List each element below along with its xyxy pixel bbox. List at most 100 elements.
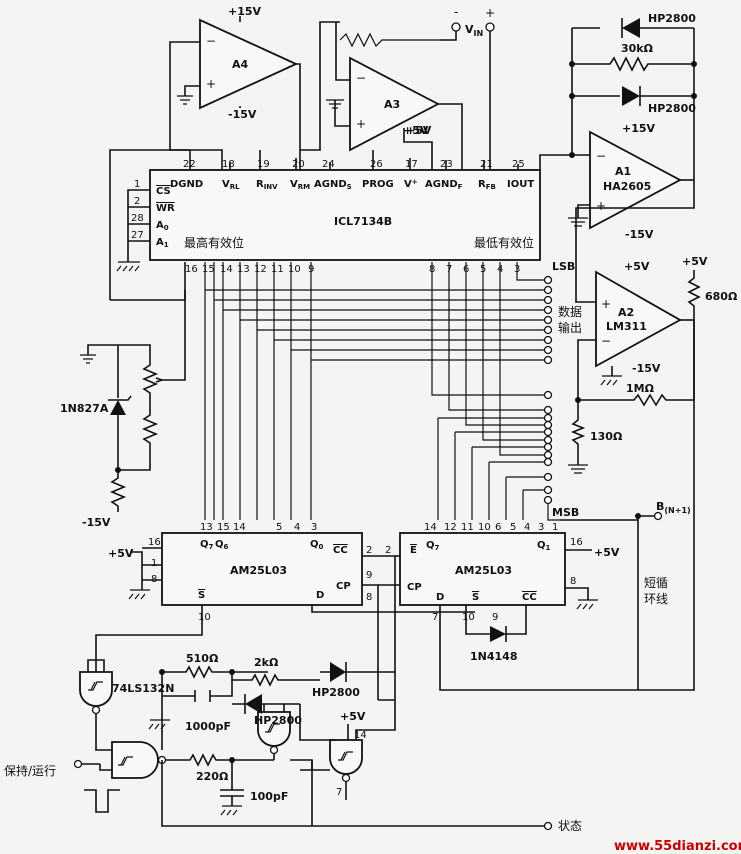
svg-text:CP: CP (336, 581, 351, 592)
svg-text:4: 4 (294, 522, 300, 533)
svg-text:7: 7 (432, 612, 438, 623)
svg-text:16: 16 (148, 537, 161, 548)
svg-text:−: − (596, 149, 606, 163)
svg-text:8: 8 (570, 576, 576, 587)
svg-text:PROG: PROG (362, 179, 394, 190)
svg-text:8: 8 (366, 592, 372, 603)
watermark: www.55dianzi.com (614, 839, 741, 854)
svg-text:HP2800: HP2800 (648, 102, 696, 115)
svg-text:+: + (485, 6, 495, 20)
dac-msb-text: 最高有效位 (184, 235, 244, 250)
svg-text:+: + (206, 77, 216, 91)
svg-text:100pF: 100pF (250, 790, 288, 803)
svg-text:10: 10 (462, 612, 475, 623)
svg-text:A0: A0 (156, 220, 169, 232)
svg-text:CS: CS (156, 186, 171, 197)
dac-lsb-text: 最低有效位 (474, 235, 534, 250)
svg-text:HP2800: HP2800 (648, 12, 696, 25)
svg-text:1: 1 (552, 522, 558, 533)
svg-text:5: 5 (510, 522, 516, 533)
sar-right-top-pins: 14 12 11 10 6 5 4 3 1 (424, 522, 558, 533)
svg-text:18: 18 (222, 159, 235, 170)
zener-label: 1N827A (60, 402, 109, 415)
svg-text:27: 27 (131, 230, 144, 241)
svg-text:+: + (601, 297, 611, 311)
dac-left-pins: 1 2 28 27 CS WR A0 A1 (131, 179, 175, 249)
opamp-a1: A1 HA2605 − + +15V -15V (589, 122, 682, 241)
svg-text:9: 9 (366, 570, 372, 581)
svg-text:-: - (454, 5, 458, 19)
svg-text:19: 19 (257, 159, 270, 170)
svg-text:3: 3 (538, 522, 544, 533)
svg-text:-15V: -15V (632, 362, 661, 375)
dac-icl7134b: ICL7134B 最高有效位 最低有效位 (149, 169, 541, 261)
svg-text:+5V: +5V (108, 547, 134, 560)
svg-text:+15V: +15V (622, 122, 656, 135)
svg-text:22: 22 (183, 159, 196, 170)
svg-text:Q7: Q7 (200, 539, 214, 551)
svg-text:17: 17 (405, 159, 418, 170)
diode-hp2800-ctrl-2 (244, 694, 262, 714)
svg-text:IOUT: IOUT (507, 179, 534, 190)
svg-text:510Ω: 510Ω (186, 652, 219, 665)
svg-text:1MΩ: 1MΩ (626, 382, 655, 395)
svg-text:2kΩ: 2kΩ (254, 656, 279, 669)
a4-label: A4 (232, 58, 249, 71)
svg-text:1: 1 (134, 179, 140, 190)
svg-text:-15V: -15V (82, 516, 111, 529)
svg-text:11: 11 (461, 522, 474, 533)
bn1-label: B(N+1) (656, 500, 691, 515)
data-bus (204, 262, 545, 520)
svg-text:S: S (472, 592, 479, 603)
gate-2 (111, 741, 167, 779)
a1-part: HA2605 (603, 180, 651, 193)
svg-text:13: 13 (237, 264, 250, 275)
svg-text:AM25L03: AM25L03 (230, 564, 287, 577)
gate-3 (257, 711, 291, 755)
svg-text:680Ω: 680Ω (705, 290, 738, 303)
hold-run-label: 保持/运行 (4, 763, 56, 778)
diode-hp2800-mid (622, 86, 641, 106)
svg-text:Q0: Q0 (310, 539, 324, 551)
svg-text:16: 16 (570, 537, 583, 548)
svg-text:LM311: LM311 (606, 320, 647, 333)
svg-text:12: 12 (444, 522, 457, 533)
svg-text:HP2800: HP2800 (312, 686, 360, 699)
sar-left-am25l03: AM25L03 Q7 Q6 Q0 CC CP S D (161, 532, 363, 606)
lsb-label: LSB (552, 260, 575, 273)
svg-text:2: 2 (385, 545, 391, 556)
diode-hp2800-ctrl-1 (330, 662, 347, 682)
svg-text:21: 21 (480, 159, 493, 170)
svg-text:5: 5 (276, 522, 282, 533)
svg-text:CC: CC (333, 545, 348, 556)
svg-text:RFB: RFB (478, 179, 496, 191)
opamp-a3: A3 − + (349, 56, 440, 152)
svg-text:13: 13 (200, 522, 213, 533)
svg-text:14: 14 (220, 264, 233, 275)
svg-text:2: 2 (366, 545, 372, 556)
svg-text:CC: CC (522, 592, 537, 603)
svg-text:26: 26 (370, 159, 383, 170)
svg-text:28: 28 (131, 213, 144, 224)
svg-text:RINV: RINV (256, 179, 278, 191)
svg-text:10: 10 (288, 264, 301, 275)
svg-text:AGNDF: AGNDF (425, 179, 463, 191)
svg-text:130Ω: 130Ω (590, 430, 623, 443)
svg-text:短循: 短循 (644, 576, 668, 590)
svg-text:+5V: +5V (682, 255, 708, 268)
svg-text:S: S (198, 590, 205, 601)
svg-text:VRL: VRL (222, 179, 240, 191)
a1-label: A1 (615, 165, 631, 178)
dac-bottom-pins: 16 15 14 13 12 11 10 9 8 7 6 5 4 3 (185, 264, 520, 275)
svg-text:4: 4 (524, 522, 530, 533)
svg-text:−: − (206, 34, 216, 48)
svg-text:Q6: Q6 (215, 539, 229, 551)
svg-text:输出: 输出 (558, 320, 582, 335)
svg-text:1: 1 (151, 558, 157, 569)
sar-right-am25l03: AM25L03 E Q7 Q1 CP D S CC (399, 532, 566, 606)
svg-text:7: 7 (336, 787, 342, 798)
diode-hp2800-top (621, 18, 640, 38)
status-label: 状态 (558, 819, 582, 833)
svg-text:A2: A2 (618, 306, 634, 319)
